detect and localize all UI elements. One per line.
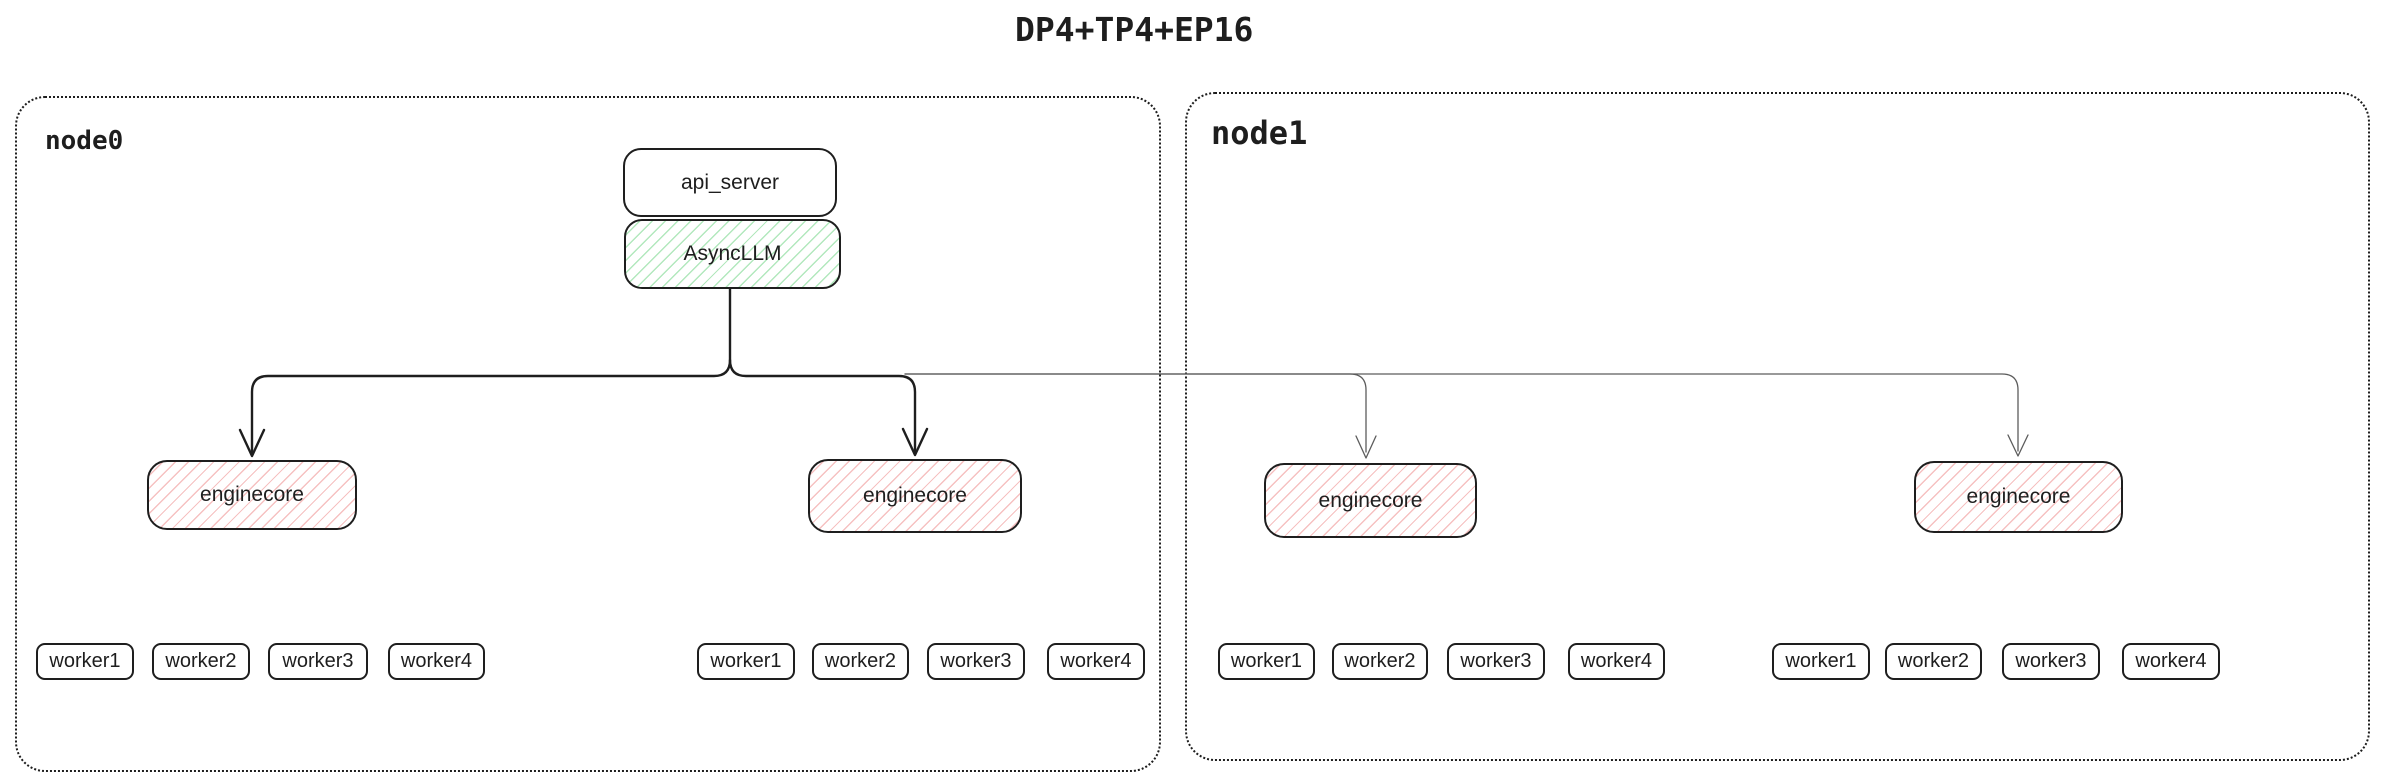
node0-group2-worker1: worker1 [697,643,795,680]
node0-group1-worker3: worker3 [268,643,368,680]
worker-label: worker1 [1785,650,1857,672]
worker-label: worker3 [1460,650,1532,672]
node0-group2-worker4: worker4 [1047,643,1145,680]
worker-label: worker2 [165,650,237,672]
worker-label: worker2 [1344,650,1416,672]
worker-label: worker4 [400,650,473,672]
node1-group1-worker2: worker2 [1332,643,1428,680]
node0-group2-worker3: worker3 [927,643,1025,680]
node1-label: node1 [1211,114,1308,152]
api-server-box: api_server [623,148,837,217]
node1-enginecore1-box: enginecore [1264,463,1477,538]
node1-group1-worker1: worker1 [1218,643,1315,680]
worker-label: worker3 [282,650,354,672]
node0-enginecore1-box: enginecore [147,460,357,530]
node0-enginecore2-box: enginecore [808,459,1022,533]
node0-group1-worker2: worker2 [152,643,250,680]
asyncllm-box: AsyncLLM [624,219,841,289]
node0-group1-worker4: worker4 [388,643,485,680]
worker-label: worker2 [1897,650,1970,672]
worker-label: worker2 [824,650,897,672]
diagram-title: DP4+TP4+EP16 [1015,10,1254,49]
asyncllm-label: AsyncLLM [683,242,782,265]
node1-group1-worker3: worker3 [1447,643,1545,680]
node1-group2-worker2: worker2 [1885,643,1982,680]
worker-label: worker4 [1580,650,1653,672]
worker-label: worker4 [1060,650,1132,672]
api-server-label: api_server [680,170,780,194]
enginecore-label: enginecore [1318,488,1423,512]
node1-group2-worker1: worker1 [1772,643,1870,680]
node1-enginecore2-box: enginecore [1914,461,2123,533]
node0-group2-worker2: worker2 [812,643,909,680]
worker-label: worker3 [2015,650,2087,672]
enginecore-label: enginecore [1966,485,2071,508]
worker-label: worker1 [710,650,782,672]
worker-label: worker4 [2135,650,2207,672]
node1-group2-worker3: worker3 [2002,643,2100,680]
enginecore-label: enginecore [200,483,304,506]
worker-label: worker1 [1230,650,1303,672]
node0-label: node0 [45,126,124,156]
node0-group1-worker1: worker1 [36,643,134,680]
worker-label: worker1 [49,650,121,672]
worker-label: worker3 [940,650,1012,672]
node1-group2-worker4: worker4 [2122,643,2220,680]
enginecore-label: enginecore [863,484,967,507]
node1-group1-worker4: worker4 [1568,643,1665,680]
